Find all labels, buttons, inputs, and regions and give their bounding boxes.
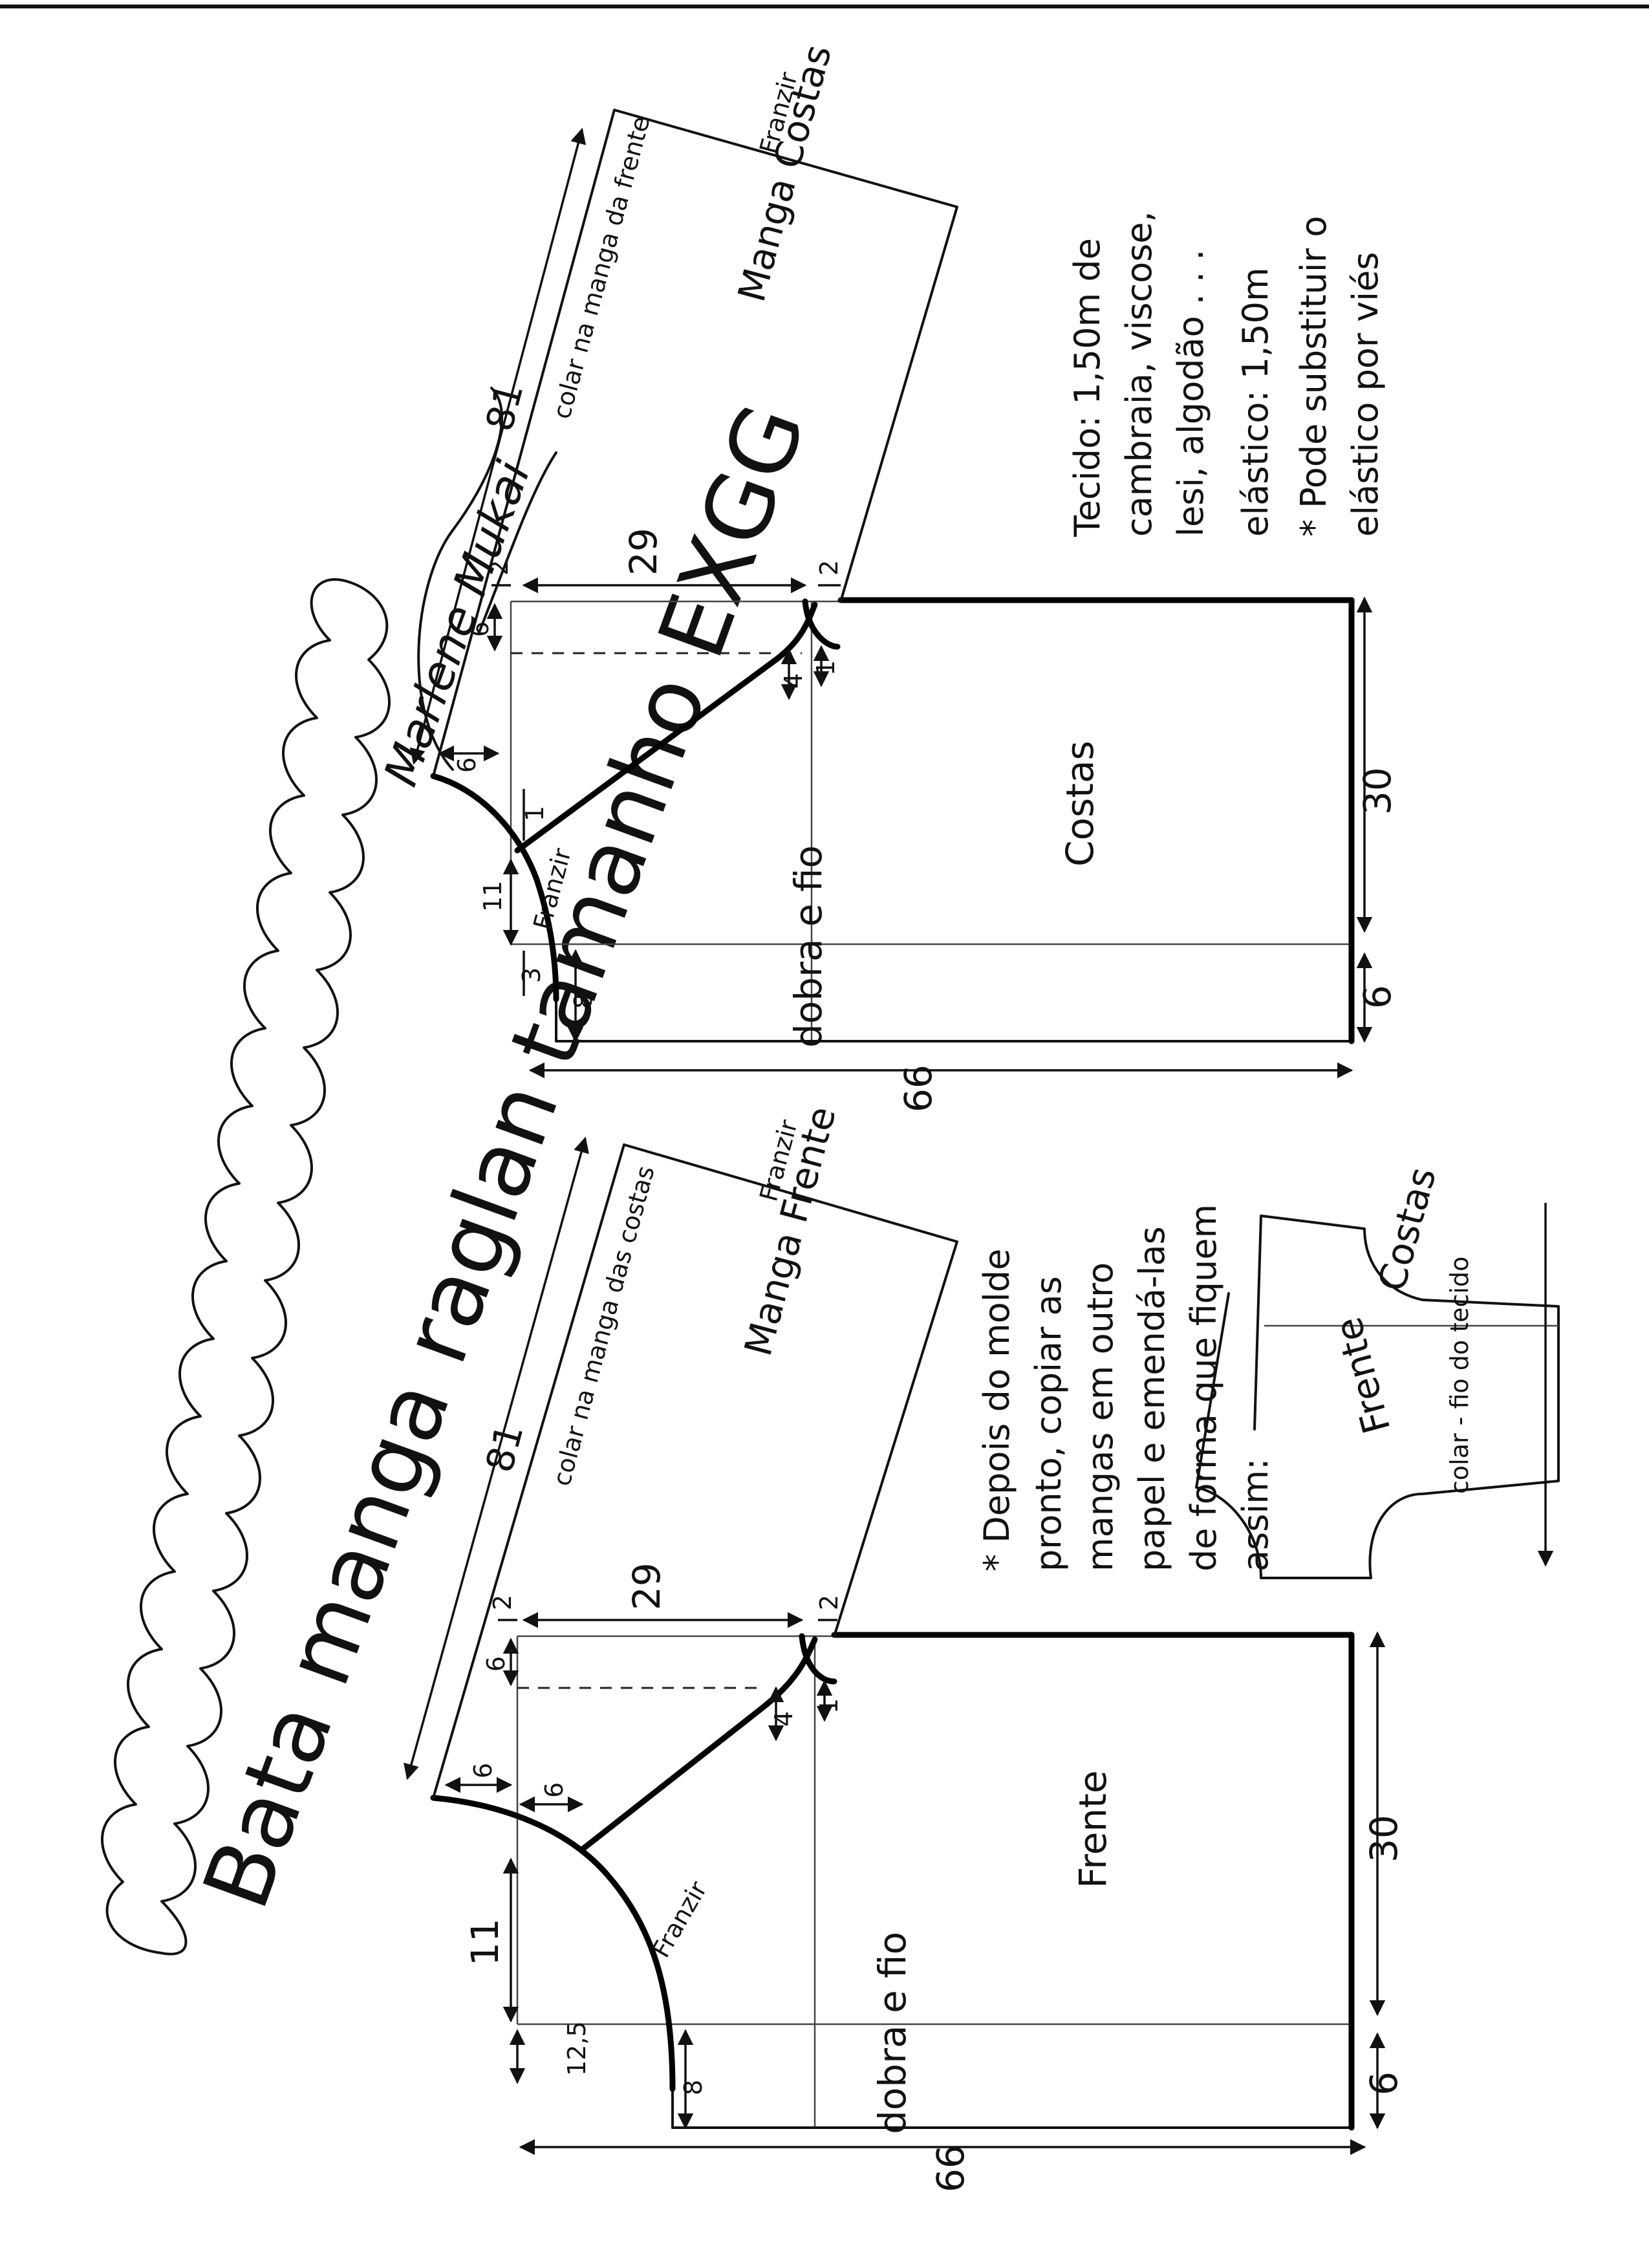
instructions-note: * Depois do molde pronto, copiar as mang…: [976, 1204, 1276, 1571]
front-dim-66: 66: [929, 2144, 973, 2192]
page-title: Bata manga raglan tamanho EXGG: [184, 391, 826, 1921]
joined-sleeves-outline: [1195, 1215, 1560, 1579]
front-neck-125: 12,5: [563, 2021, 591, 2076]
joined-label-front: Frente: [1326, 1313, 1399, 1438]
materials-line-4: elástico: 1,50m: [1235, 267, 1276, 537]
front-piece: Frente Manga Frente colar na manga das c…: [404, 1102, 1406, 2192]
front-dim-81: 81: [477, 1420, 532, 1477]
back-dim-4: 4: [779, 673, 808, 689]
back-fold-label: dobra e fio: [786, 845, 830, 1048]
front-dim-4: 4: [770, 1711, 798, 1727]
back-dim-6: 6: [466, 621, 494, 637]
back-raglan-seam: [514, 601, 818, 854]
front-body-label: Frente: [1071, 1770, 1115, 1888]
instructions-line-1: * Depois do molde: [976, 1249, 1017, 1571]
back-neck-6: 6: [453, 757, 481, 773]
front-neck-8: 8: [679, 2080, 707, 2095]
front-dim-29: 29: [625, 1562, 669, 1610]
back-dim-30: 30: [1355, 767, 1399, 815]
back-neck-11: 11: [479, 881, 507, 912]
front-body-outline: [671, 1635, 1353, 2129]
signature-group: Marlene Mukai: [373, 387, 557, 793]
back-dim-2b: 2: [815, 560, 843, 576]
front-fold-label: dobra e fio: [870, 1932, 914, 2134]
back-neck-8: 8: [569, 993, 598, 1009]
front-neckline: [430, 1795, 676, 2092]
back-dim-2a: 2: [485, 560, 513, 576]
instructions-line-3: mangas em outro: [1080, 1262, 1121, 1571]
front-dim-30: 30: [1362, 1815, 1406, 1863]
front-raglan-seam: [579, 1636, 818, 1853]
back-dim-1: 1: [812, 660, 840, 676]
front-neck-6b: 6: [540, 1782, 568, 1798]
back-neckline: [430, 773, 559, 1002]
back-neck-3: 3: [517, 967, 546, 983]
back-neck-1: 1: [521, 806, 549, 821]
instructions-line-2: pronto, copiar as: [1028, 1276, 1069, 1571]
front-neck-6: 6: [469, 1763, 497, 1778]
materials-line-3: lesi, algodão . . .: [1170, 250, 1211, 537]
back-body-label: Costas: [1058, 740, 1102, 867]
instructions-line-4: papel e emendá-las: [1132, 1226, 1172, 1571]
front-dim-6: 6: [482, 1656, 510, 1672]
materials-line-2: cambraia, viscose,: [1119, 211, 1159, 537]
back-dim-66: 66: [896, 1064, 940, 1112]
front-dim-6-hem: 6: [1362, 2071, 1406, 2095]
joined-seam-label: colar - fio do tecido: [1445, 1257, 1474, 1494]
materials-note: Tecido: 1,50m de cambraia, viscose, lesi…: [1067, 211, 1386, 537]
front-dim-2a: 2: [488, 1595, 517, 1610]
joined-label-back: Costas: [1370, 1163, 1445, 1296]
materials-line-5: * Pode substituir o: [1293, 216, 1334, 537]
materials-line-6: elástico por viés: [1345, 252, 1386, 537]
back-dim-81: 81: [477, 378, 532, 436]
front-dim-1: 1: [815, 1698, 843, 1714]
front-dim-2b: 2: [815, 1595, 843, 1610]
back-dim-6-hem: 6: [1355, 985, 1399, 1009]
front-gather-neck: Franzir: [647, 1876, 713, 1962]
front-neck-11: 11: [463, 1918, 507, 1966]
signature: Marlene Mukai: [373, 454, 541, 793]
back-dim-29: 29: [621, 528, 665, 576]
instructions-line-6: assim:: [1235, 1458, 1276, 1571]
materials-line-1: Tecido: 1,50m de: [1067, 238, 1108, 537]
instructions-line-5: de forma que fiquem: [1183, 1204, 1224, 1571]
